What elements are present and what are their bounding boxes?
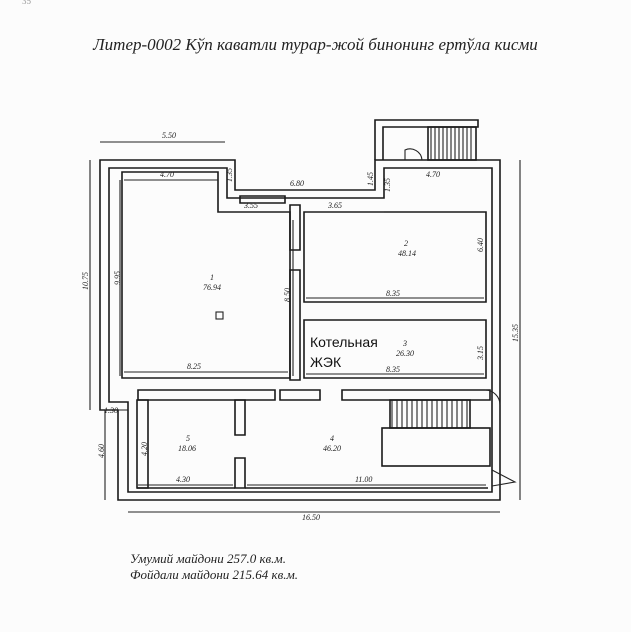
boiler-room-label: Котельная bbox=[310, 334, 378, 350]
plan-title: Литер-0002 Кўп каватли турар-жой бинонин… bbox=[93, 35, 538, 54]
partition-wall bbox=[234, 399, 246, 436]
dim-notch-right2: 1.35 bbox=[383, 178, 392, 192]
room-2-outline bbox=[303, 211, 487, 303]
dim-top-left-outer: 5.50 bbox=[162, 131, 176, 140]
dim-overall-right: 15.35 bbox=[511, 324, 520, 342]
dim-room1-right: 8.50 bbox=[283, 288, 292, 302]
room-5-number: 5 bbox=[186, 434, 190, 443]
room-2-number: 2 bbox=[404, 239, 408, 248]
room-4-area: 46.20 bbox=[323, 444, 341, 453]
room-4-number: 4 bbox=[330, 434, 334, 443]
dimension-lines bbox=[89, 141, 521, 513]
partition-wall bbox=[289, 269, 301, 381]
dim-lower-left: 4.60 bbox=[97, 444, 106, 458]
dim-room1-bottom: 8.25 bbox=[187, 362, 201, 371]
window-opening bbox=[239, 195, 286, 204]
dim-corridor-top: 6.80 bbox=[290, 179, 304, 188]
dim-corridor-right: 3.65 bbox=[327, 201, 342, 210]
partition-wall bbox=[234, 457, 246, 489]
dim-room5-height: 4.20 bbox=[140, 442, 149, 456]
boiler-room-owner-label: ЖЭК bbox=[310, 354, 342, 370]
lower-stair bbox=[381, 389, 517, 487]
dim-room4-bottom: 11.00 bbox=[355, 475, 372, 484]
dim-room3-height: 3.15 bbox=[476, 346, 485, 361]
dim-room3-bottom: 8.35 bbox=[386, 365, 400, 374]
dim-room2-top: 4.70 bbox=[426, 170, 440, 179]
dim-corridor-left: 3.55 bbox=[243, 201, 258, 210]
partition-wall bbox=[279, 389, 321, 401]
room-3-area: 26.30 bbox=[396, 349, 414, 358]
dim-notch-right: 1.45 bbox=[366, 172, 375, 186]
dim-room2-bottom: 8.35 bbox=[386, 289, 400, 298]
dim-room5-bottom: 4.30 bbox=[176, 475, 190, 484]
dim-room1-height: 9.95 bbox=[113, 271, 122, 285]
room-5-area: 18.06 bbox=[178, 444, 196, 453]
dim-room1-top: 4.70 bbox=[160, 170, 174, 179]
partition-wall bbox=[289, 204, 301, 251]
room-3-number: 3 bbox=[402, 339, 407, 348]
dim-overall-bottom: 16.50 bbox=[302, 513, 320, 522]
dim-overall-left: 10.75 bbox=[81, 272, 90, 290]
partition-wall bbox=[341, 389, 491, 401]
upper-stair bbox=[374, 119, 479, 161]
room-1-area: 76.94 bbox=[203, 283, 221, 292]
room-3-outline bbox=[303, 319, 487, 379]
dim-offset-left: 1.30 bbox=[104, 406, 118, 415]
page-corner-mark: 35 bbox=[22, 0, 31, 6]
room-2-area: 48.14 bbox=[398, 249, 416, 258]
useful-area-text: Фойдали майдони 215.64 кв.м. bbox=[130, 567, 299, 582]
dim-room2-height: 6.40 bbox=[476, 238, 485, 252]
column-marker bbox=[215, 311, 224, 320]
partition-wall bbox=[137, 389, 276, 401]
total-area-text: Умумий майдони 257.0 кв.м. bbox=[130, 551, 286, 566]
dim-notch-left: 1.35 bbox=[225, 168, 234, 182]
room-1-number: 1 bbox=[210, 273, 214, 282]
